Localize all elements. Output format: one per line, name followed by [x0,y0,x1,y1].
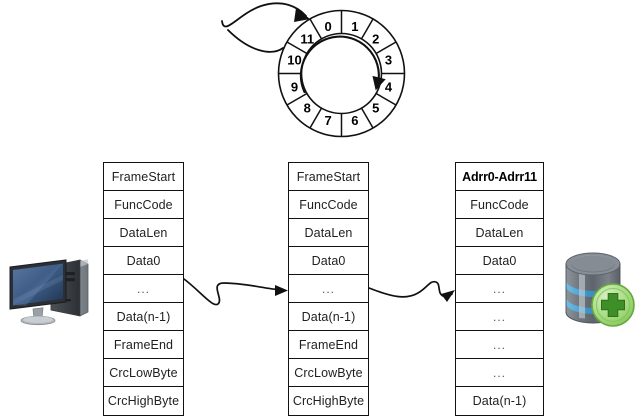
table-row: Data(n-1) [456,387,543,415]
ring-segment-1: 1 [351,19,358,34]
table-row: CrcLowByte [104,359,183,387]
computer-icon-svg [9,259,89,326]
table-row: DataLen [104,219,183,247]
connector-arrow-2 [368,280,455,302]
table-row: ... [104,275,183,303]
table-row: CrcHighByte [104,387,183,415]
desktop-computer-icon [6,250,92,328]
table-row: Data0 [456,247,543,275]
ring-segment-8: 8 [304,100,311,115]
ring-segment-7: 7 [324,113,331,128]
connector-arrow-1 [183,278,288,306]
computer-monitor [9,259,67,326]
ring-segment-6: 6 [351,113,358,128]
table-row-header: Adrr0-Adrr11 [456,163,543,191]
ring-inner-rotation-arrow [299,35,386,94]
ring-segment-labels: 0 1 2 3 4 5 6 7 8 9 10 11 [287,19,393,128]
database-add-icon [560,250,636,330]
green-plus-badge [591,283,635,327]
database-icon-svg [565,252,635,327]
frame-table-2: FrameStart FuncCode DataLen Data0 ... Da… [288,162,369,416]
table-row: ... [456,303,543,331]
table-row: FrameStart [289,163,368,191]
table-row: ... [456,359,543,387]
table-row: FrameEnd [289,331,368,359]
ring-segment-2: 2 [372,32,379,47]
table-row: FuncCode [104,191,183,219]
table-row: ... [456,275,543,303]
table-row: Data0 [289,247,368,275]
table-row: Data(n-1) [104,303,183,331]
table-row: DataLen [456,219,543,247]
table-row: FuncCode [289,191,368,219]
circular-ring-buffer: 0 1 2 3 4 5 6 7 8 9 10 11 [276,8,407,139]
frame-table-3: Adrr0-Adrr11 FuncCode DataLen Data0 ... … [455,162,544,416]
ring-segment-0: 0 [324,19,331,34]
table-row: FuncCode [456,191,543,219]
table-row: FrameStart [104,163,183,191]
ring-segment-11: 11 [300,32,314,47]
ring-segment-5: 5 [372,100,379,115]
ring-segment-9: 9 [291,79,298,94]
table-row: CrcLowByte [289,359,368,387]
frame-table-1: FrameStart FuncCode DataLen Data0 ... Da… [103,162,184,416]
table-row: Data0 [104,247,183,275]
table-row: Data(n-1) [289,303,368,331]
table-row: ... [289,275,368,303]
ring-buffer-svg: 0 1 2 3 4 5 6 7 8 9 10 11 [277,9,406,138]
ring-dividers [278,10,405,137]
table-row: DataLen [289,219,368,247]
ring-segment-4: 4 [385,79,393,94]
table-row: CrcHighByte [289,387,368,415]
table-row: FrameEnd [104,331,183,359]
ring-segment-3: 3 [385,53,392,68]
table-row: ... [456,331,543,359]
ring-segment-10: 10 [287,53,301,68]
